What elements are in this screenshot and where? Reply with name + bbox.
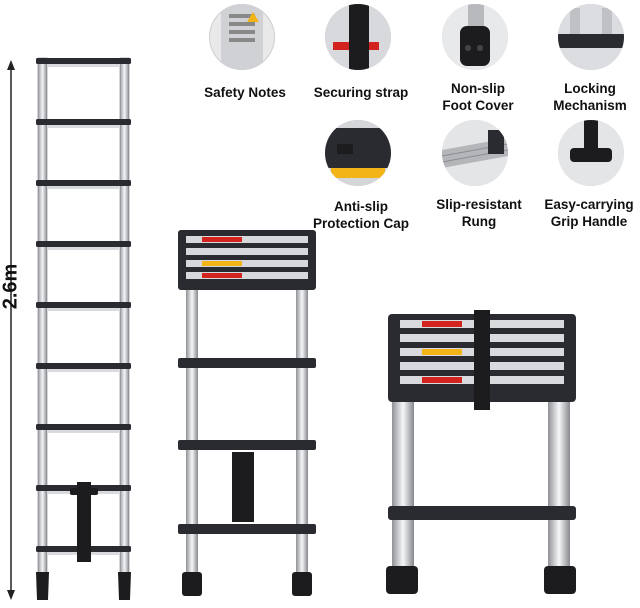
partially-extended-ladder — [178, 230, 316, 596]
extended-ladder — [36, 57, 131, 600]
height-label: 2.6m — [0, 263, 22, 310]
rung-step — [47, 186, 120, 189]
rung-step — [47, 247, 120, 250]
ladder-rung — [36, 363, 131, 369]
feature-label-securing-strap: Securing strap — [313, 85, 409, 100]
ladder-rung — [36, 58, 131, 64]
rung-step — [47, 308, 120, 311]
protection-cap-icon — [325, 120, 391, 186]
rung-step — [47, 125, 120, 128]
securing-strap-icon — [325, 4, 391, 70]
ladder-rung — [36, 119, 131, 125]
height-dimension — [0, 60, 22, 600]
safety-notes-icon — [209, 4, 275, 70]
foot-cover-icon — [442, 4, 508, 70]
collapsed-ladder — [386, 310, 576, 594]
rung-icon — [442, 120, 508, 186]
rung-step — [47, 369, 120, 372]
ladder-rung — [36, 180, 131, 186]
grip-handle-icon — [558, 120, 624, 186]
ladder-rung — [36, 302, 131, 308]
ladder-rung — [36, 241, 131, 247]
rung-step — [47, 64, 120, 67]
rung-step — [47, 430, 120, 433]
feature-label-safety-notes: Safety Notes — [204, 85, 286, 100]
ladder-rung — [36, 424, 131, 430]
locking-mechanism-icon — [558, 4, 624, 70]
